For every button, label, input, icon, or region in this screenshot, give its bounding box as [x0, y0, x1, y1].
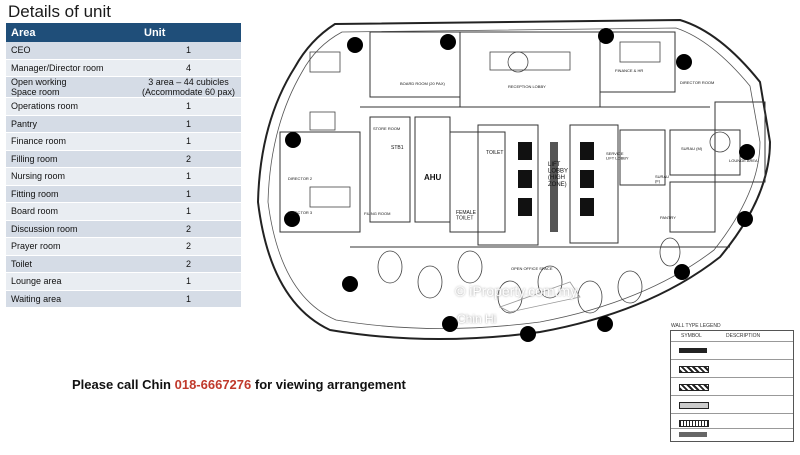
area-column-header: Area [6, 23, 136, 42]
area-cell: Pantry [6, 115, 136, 133]
unit-cell: 3 area – 44 cubicles (Accommodate 60 pax… [136, 76, 241, 98]
unit-cell: 1 [136, 202, 241, 221]
unit-cell: 1 [136, 42, 241, 60]
unit-cell: 4 [136, 59, 241, 77]
contact-prefix: Please call Chin [72, 377, 175, 392]
board-room-label: BOARD ROOM (20 PAX) [400, 81, 445, 86]
phone-number[interactable]: 018-6667276 [174, 377, 252, 392]
surau-m-label: SURAU (M) [681, 146, 703, 151]
stb-label: STB1 [391, 145, 404, 151]
unit-cell: 2 [136, 255, 241, 273]
floor-plan-drawing: AHU RECEPTION LOBBY BOARD ROOM (20 PAX) … [256, 18, 772, 342]
legend-symbol [679, 348, 707, 353]
contact-suffix: for viewing arrangement [251, 377, 406, 392]
open-office-label: OPEN OFFICE SPACE [511, 266, 553, 271]
area-cell: Waiting area [6, 290, 136, 308]
legend-title: WALL TYPE LEGEND [671, 323, 721, 329]
legend-symbol [679, 384, 709, 391]
unit-column-header: Unit [136, 23, 241, 42]
filing-room-label: FILING ROOM [364, 211, 390, 216]
area-cell: CEO [6, 42, 136, 60]
area-cell: Toilet [6, 255, 136, 273]
pantry-label: PANTRY [660, 215, 676, 220]
area-cell: Manager/Director room [6, 59, 136, 77]
unit-cell: 1 [136, 185, 241, 203]
area-cell: Filling room [6, 150, 136, 168]
area-cell: Discussion room [6, 220, 136, 238]
store-room-label: STORE ROOM [373, 126, 400, 131]
unit-cell: 1 [136, 290, 241, 308]
unit-cell: 1 [136, 132, 241, 151]
area-cell: Lounge area [6, 272, 136, 291]
legend-symbol [679, 402, 709, 409]
page-title: Details of unit [8, 2, 111, 21]
surau-f-label: SURAU(F) [655, 174, 669, 183]
unit-cell: 2 [136, 237, 241, 256]
unit-cell: 1 [136, 167, 241, 186]
watermark-brand: © iProperty.com.my [455, 283, 578, 299]
toilet-label: TOILET [486, 150, 503, 156]
director3-label: DIRECTOR 3 [288, 210, 313, 215]
table-header-row: Area Unit [6, 23, 241, 42]
unit-cell: 1 [136, 97, 241, 116]
wall-type-legend: WALL TYPE LEGEND SYMBOL DESCRIPTION [670, 323, 794, 442]
unit-cell: 2 [136, 220, 241, 238]
legend-symbol [679, 432, 707, 437]
unit-cell: 2 [136, 150, 241, 168]
area-cell: Open working Space room [6, 76, 136, 98]
lounge-label: LOUNGE AREA [729, 158, 758, 163]
area-cell: Fitting room [6, 185, 136, 203]
unit-cell: 1 [136, 115, 241, 133]
area-cell: Prayer room [6, 237, 136, 256]
director2-label: DIRECTOR 2 [288, 176, 313, 181]
floor-plan: AHU RECEPTION LOBBY BOARD ROOM (20 PAX) … [250, 12, 800, 450]
area-cell: Board room [6, 202, 136, 221]
reception-label: RECEPTION LOBBY [508, 84, 546, 89]
area-cell: Nursing room [6, 167, 136, 186]
legend-symbol-header: SYMBOL [681, 333, 702, 339]
legend-symbol [679, 420, 709, 427]
legend-symbol [679, 366, 709, 373]
watermark-agent: Chin Hi [457, 312, 497, 326]
area-cell: Operations room [6, 97, 136, 116]
finance-label: FINANCE & HR [615, 68, 643, 73]
unit-cell: 1 [136, 272, 241, 291]
contact-line: Please call Chin 018-6667276 for viewing… [72, 377, 406, 392]
director-room-label: DIRECTOR ROOM [680, 80, 714, 85]
area-cell: Finance room [6, 132, 136, 151]
ahu-label: AHU [424, 173, 442, 182]
legend-description-header: DESCRIPTION [726, 333, 761, 339]
